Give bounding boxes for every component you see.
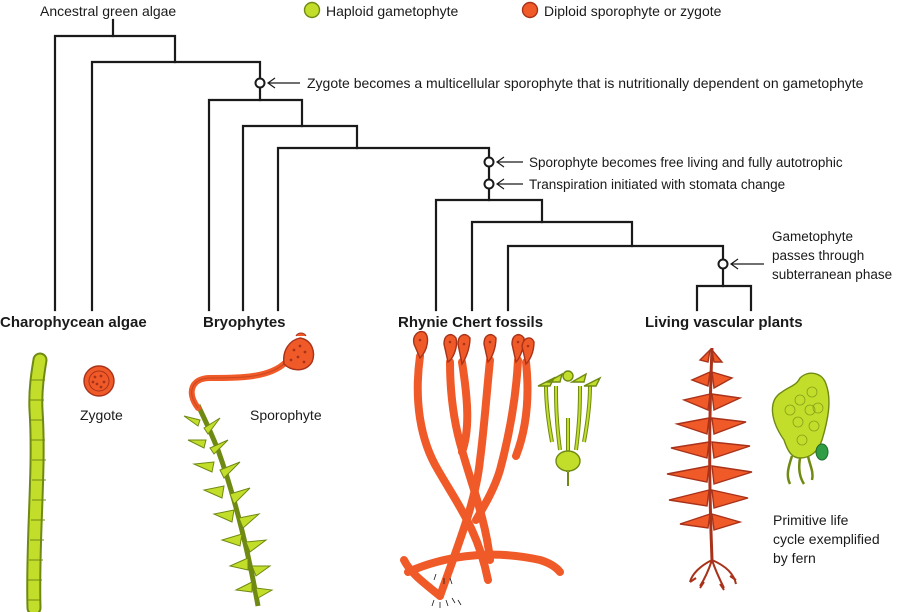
root-label: Ancestral green algae (40, 3, 176, 19)
event-node (254, 77, 266, 89)
event-label: Sporophyte becomes free living and fully… (529, 155, 843, 170)
clade-bryophyte-2 (241, 124, 359, 312)
zygote-label: Zygote (80, 407, 123, 423)
event-label: Transpiration initiated with stomata cha… (529, 177, 785, 192)
fern-caption-line1: Primitive life (773, 512, 849, 528)
fern-illustration (666, 347, 753, 591)
arrow-icon (266, 77, 300, 89)
legend: Haploid gametophyte Diploid sporophyte o… (303, 1, 722, 19)
event-label-line2: passes through (772, 248, 864, 263)
clade-embryophytes (207, 98, 304, 312)
clade-rhynie-2 (470, 220, 634, 312)
diploid-legend-swatch (521, 1, 539, 19)
rhynie-fossil-illustration (400, 330, 564, 608)
haploid-legend-swatch (303, 1, 321, 19)
rhynie-gametophyte-illustration (537, 370, 602, 486)
event-subterranean: Gametophyte passes through subterranean … (717, 229, 892, 282)
sporangia (412, 330, 535, 366)
zygote-illustration (83, 365, 115, 397)
fern-roots (689, 559, 737, 591)
clade-green-plants (53, 34, 177, 312)
sporophyte-label: Sporophyte (250, 407, 322, 423)
fern-caption-line2: cycle exemplified (773, 531, 880, 547)
group-label-bryophytes: Bryophytes (203, 314, 286, 331)
rhizoids (431, 573, 462, 608)
clade-bryophyte-3 (276, 146, 491, 312)
event-node (483, 178, 495, 190)
fern-gametophyte-illustration (771, 372, 830, 485)
clade-rhynie-1 (434, 198, 544, 312)
event-free-living: Sporophyte becomes free living and fully… (483, 155, 843, 170)
event-label-line3: subterranean phase (772, 267, 892, 282)
clade-vascular-tips (695, 284, 753, 312)
diploid-legend-label: Diploid sporophyte or zygote (544, 3, 722, 19)
haploid-legend-label: Haploid gametophyte (326, 3, 459, 19)
group-label-charophycean: Charophycean algae (0, 314, 147, 331)
group-label-rhynie: Rhynie Chert fossils (398, 314, 543, 331)
event-zygote-multicellular: Zygote becomes a multicellular sporophyt… (254, 75, 864, 91)
arrow-icon (495, 178, 523, 190)
arrow-icon (495, 156, 523, 168)
algae-filament-illustration (26, 352, 48, 612)
arrow-icon (729, 258, 764, 270)
event-label: Zygote becomes a multicellular sporophyt… (307, 75, 864, 91)
group-label-vascular: Living vascular plants (645, 314, 803, 331)
event-transpiration: Transpiration initiated with stomata cha… (483, 177, 785, 192)
moss-illustration (183, 332, 315, 607)
event-node (483, 156, 495, 168)
clade-vascular (506, 244, 725, 312)
event-node (717, 258, 729, 270)
fern-caption-line3: by fern (773, 550, 816, 566)
event-label-line1: Gametophyte (772, 229, 853, 244)
